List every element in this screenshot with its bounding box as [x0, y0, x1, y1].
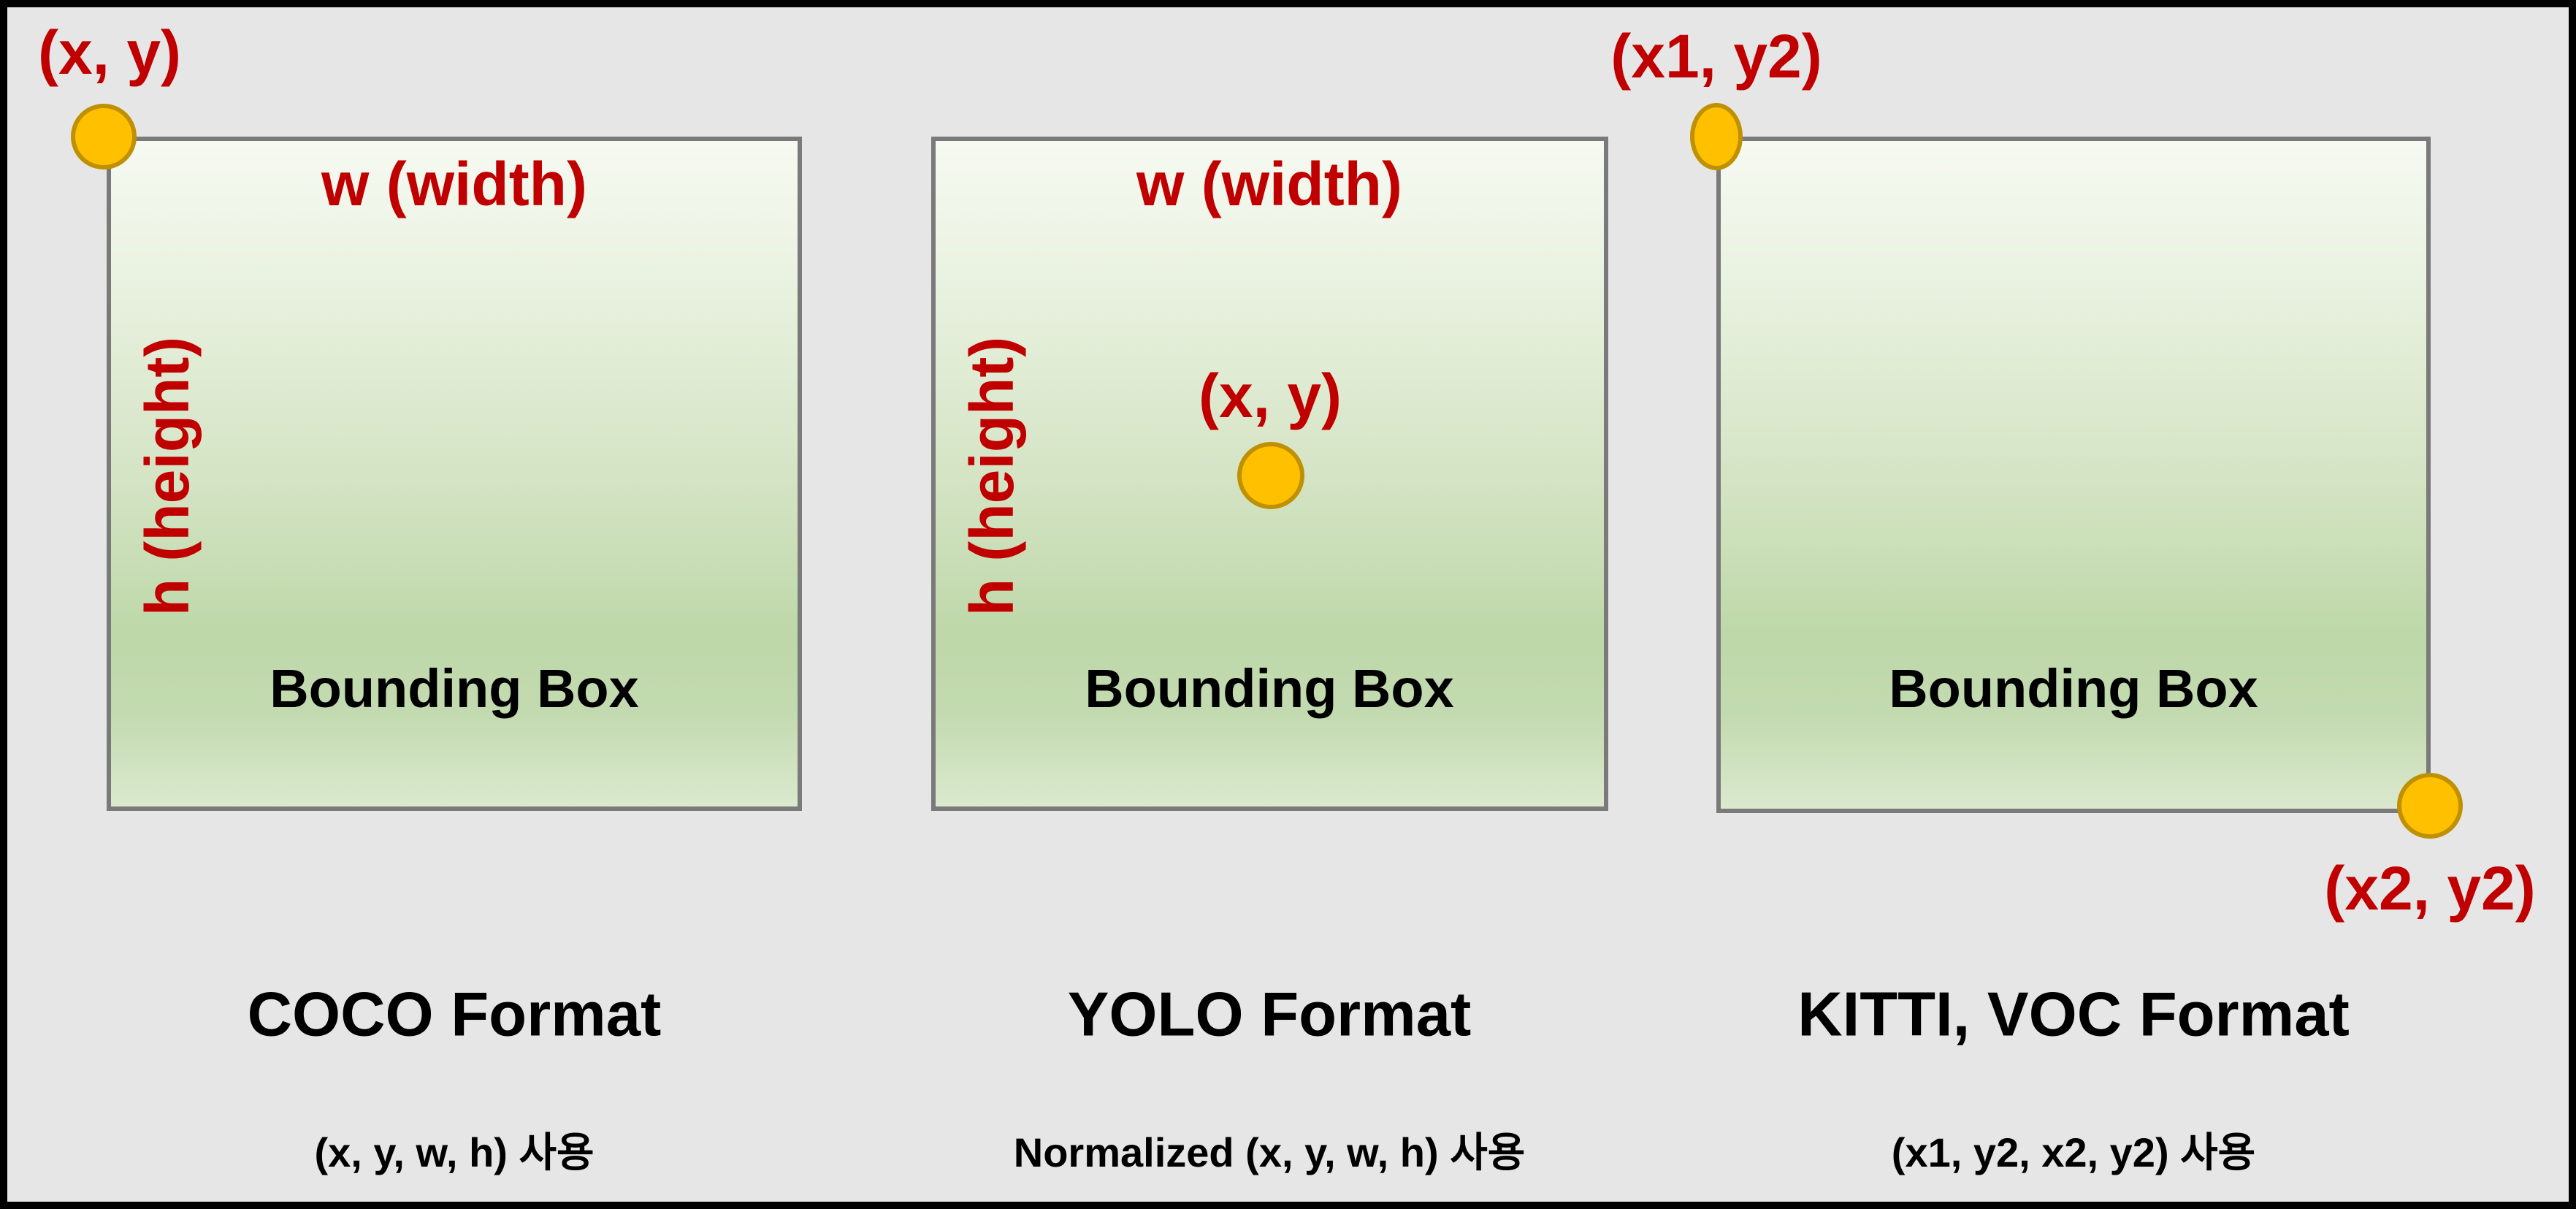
panel-title-yolo: YOLO Format	[1067, 980, 1472, 1050]
bounding-box-label-coco: Bounding Box	[270, 658, 639, 719]
point-label-yolo-xy: (x, y)	[1198, 362, 1342, 430]
panel-subtitle-coco: (x, y, w, h) 사용	[314, 1129, 595, 1175]
corner-point-icon	[71, 104, 137, 169]
top-left-point-icon	[1690, 103, 1743, 170]
height-label-yolo: h (height)	[958, 336, 1026, 617]
panel-title-coco: COCO Format	[247, 980, 662, 1050]
bounding-box-rect-coco	[107, 137, 802, 811]
bottom-right-point-icon	[2397, 773, 2463, 839]
panel-title-kitti-voc: KITTI, VOC Format	[1797, 980, 2350, 1050]
panel-subtitle-kitti-voc: (x1, y2, x2, y2) 사용	[1891, 1129, 2256, 1175]
bounding-box-rect-kitti-voc	[1716, 137, 2431, 813]
point-label-kitti-x1y2: (x1, y2)	[1610, 22, 1822, 91]
point-label-coco-xy: (x, y)	[37, 18, 182, 87]
width-label-coco: w (width)	[321, 150, 587, 218]
height-label-coco: h (height)	[133, 336, 202, 617]
point-label-kitti-x2y2: (x2, y2)	[2324, 854, 2536, 923]
width-label-yolo: w (width)	[1136, 150, 1402, 218]
bounding-box-label-yolo: Bounding Box	[1085, 658, 1454, 719]
bounding-box-label-kitti-voc: Bounding Box	[1889, 658, 2258, 719]
panel-subtitle-yolo: Normalized (x, y, w, h) 사용	[1013, 1129, 1526, 1175]
center-point-icon	[1237, 442, 1304, 509]
